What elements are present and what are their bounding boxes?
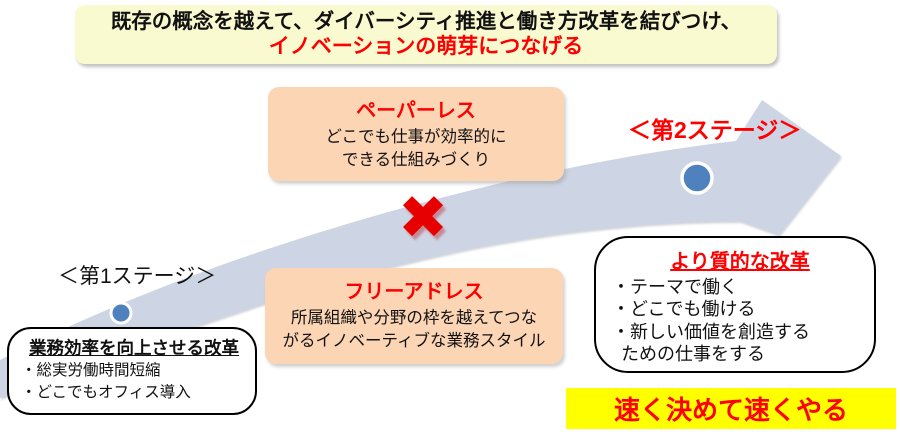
footer-text: 速く決めて速くやる — [613, 395, 848, 425]
stage2-card-item: ための仕事をする — [621, 343, 765, 364]
paperless-body-line1: どこでも仕事が効率的に — [325, 128, 507, 146]
stage1-card: 業務効率を向上させる改革 ・総実労働時間短縮 ・どこでもオフィス導入 — [7, 327, 257, 415]
free-address-body-line2: がるイノベーティブな業務スタイル — [282, 332, 546, 351]
stage2-dot — [680, 161, 714, 195]
paperless-title: ペーパーレス — [356, 100, 476, 122]
free-address-body-line1: 所属組織や分野の枠を越えてつな — [290, 309, 538, 327]
multiply-icon: ✖ — [397, 184, 449, 251]
paperless-body: どこでも仕事が効率的に できる仕組みづくり — [268, 126, 564, 172]
stage2-card-item: ・テーマで働く — [612, 277, 738, 297]
free-address-card: フリーアドレス 所属組織や分野の枠を越えてつな がるイノベーティブな業務スタイル — [265, 268, 563, 364]
paperless-card: ペーパーレス どこでも仕事が効率的に できる仕組みづくり — [268, 87, 564, 181]
free-address-title: フリーアドレス — [344, 281, 484, 303]
stage2-card: より質的な改革 ・テーマで働く ・どこでも働ける ・新しい価値を創造する ための… — [594, 236, 876, 373]
stage2-card-title: より質的な改革 — [670, 251, 810, 273]
stage2-label: ＜第2ステージ＞ — [628, 117, 802, 143]
header-line1: 既存の概念を越えて、ダイバーシティ推進と働き方改革を結びつけ、 — [110, 9, 742, 33]
stage1-card-item: ・総実労働時間短縮 — [21, 362, 161, 379]
stage1-card-item: ・どこでもオフィス導入 — [21, 384, 191, 402]
header-line2: イノベーションの萌芽につなげる — [268, 35, 584, 59]
stage1-dot — [109, 301, 133, 325]
stage2-card-item: ・どこでも働ける — [612, 299, 756, 320]
paperless-body-line2: できる仕組みづくり — [341, 151, 491, 170]
stage1-label: ＜第1ステージ＞ — [58, 265, 217, 288]
free-address-body: 所属組織や分野の枠を越えてつな がるイノベーティブな業務スタイル — [265, 307, 563, 353]
arrow-shape — [0, 100, 841, 398]
footer-banner: 速く決めて速くやる — [566, 388, 896, 429]
stage2-card-item: ・新しい価値を創造する — [612, 321, 810, 342]
header-banner: 既存の概念を越えて、ダイバーシティ推進と働き方改革を結びつけ、 イノベーションの… — [75, 5, 777, 64]
stage1-card-title: 業務効率を向上させる改革 — [29, 338, 239, 358]
